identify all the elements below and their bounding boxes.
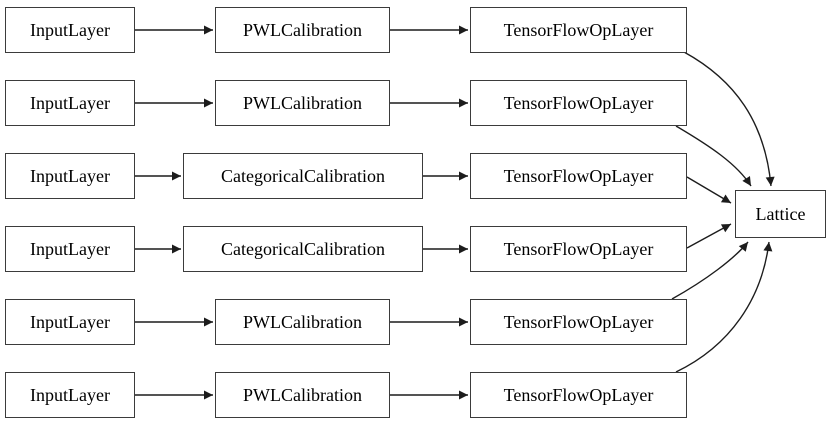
node-inputlayer-2: InputLayer [5, 153, 135, 199]
node-pwlcalibration-0: PWLCalibration [215, 7, 390, 53]
node-categoricalcalibration-2: CategoricalCalibration [183, 153, 423, 199]
node-inputlayer-0: InputLayer [5, 7, 135, 53]
node-inputlayer-4: InputLayer [5, 299, 135, 345]
node-pwlcalibration-1: PWLCalibration [215, 80, 390, 126]
node-pwlcalibration-4: PWLCalibration [215, 299, 390, 345]
node-pwlcalibration-5: PWLCalibration [215, 372, 390, 418]
node-tensorflowoplayer-3: TensorFlowOpLayer [470, 226, 687, 272]
edge-op-lattice-1 [675, 125, 752, 187]
node-tensorflowoplayer-4: TensorFlowOpLayer [470, 299, 687, 345]
node-categoricalcalibration-3: CategoricalCalibration [183, 226, 423, 272]
node-tensorflowoplayer-2: TensorFlowOpLayer [470, 153, 687, 199]
edge-op-lattice-0 [683, 51, 775, 187]
node-inputlayer-3: InputLayer [5, 226, 135, 272]
node-inputlayer-5: InputLayer [5, 372, 135, 418]
node-tensorflowoplayer-0: TensorFlowOpLayer [470, 7, 687, 53]
edge-op-lattice-3 [686, 223, 732, 249]
node-tensorflowoplayer-5: TensorFlowOpLayer [470, 372, 687, 418]
edge-op-lattice-5 [675, 241, 773, 373]
node-tensorflowoplayer-1: TensorFlowOpLayer [470, 80, 687, 126]
edge-op-lattice-4 [671, 241, 749, 300]
node-lattice: Lattice [735, 190, 826, 238]
edge-op-lattice-2 [686, 176, 732, 204]
node-inputlayer-1: InputLayer [5, 80, 135, 126]
